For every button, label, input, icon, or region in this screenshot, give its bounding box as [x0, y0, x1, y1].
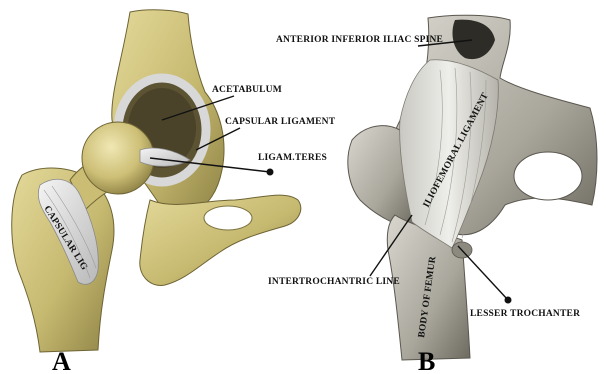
label-intertrochantric-line: INTERTROCHANTRIC LINE: [268, 277, 400, 287]
obturator-foramen-a: [204, 206, 252, 230]
label-acetabulum: ACETABULUM: [212, 85, 282, 95]
panel-a-letter: A: [52, 347, 71, 374]
label-anterior-inferior-iliac-spine: ANTERIOR INFERIOR ILIAC SPINE: [276, 35, 443, 45]
panel-a: ACETABULUM CAPSULAR LIGAMENT LIGAM.TERES…: [12, 10, 336, 374]
label-capsular-ligament: CAPSULAR LIGAMENT: [225, 117, 336, 127]
obturator-foramen-b: [514, 152, 582, 200]
leader-dot-lesser-trochanter: [505, 297, 512, 304]
panel-b: ANTERIOR INFERIOR ILIAC SPINE ILIOFEMORA…: [268, 15, 597, 374]
label-lesser-trochanter: LESSER TROCHANTER: [470, 309, 580, 319]
panel-b-letter: B: [418, 347, 435, 374]
leader-dot-ligam-teres: [267, 169, 274, 176]
label-ligam-teres: LIGAM.TERES: [258, 153, 327, 163]
